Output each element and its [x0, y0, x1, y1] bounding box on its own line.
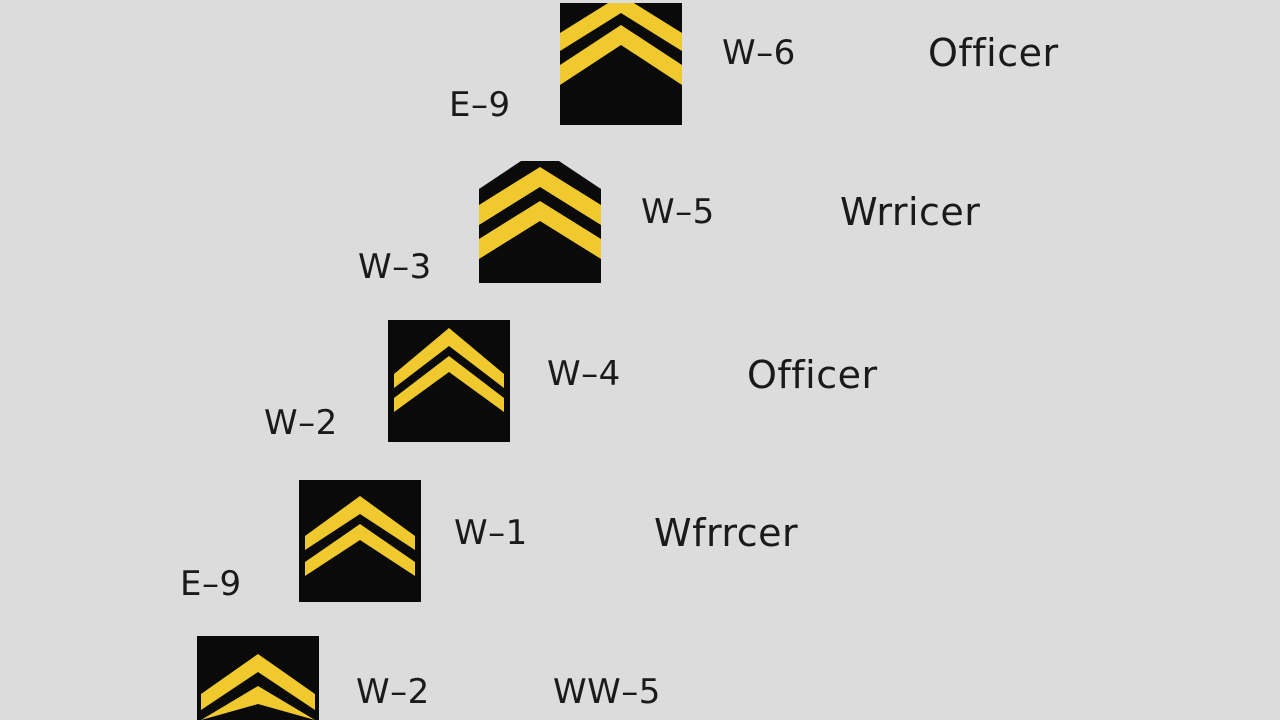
chevron-stripe-lower — [479, 201, 601, 259]
grade-label: W–5 — [641, 192, 715, 232]
chevron-patch-svg — [388, 320, 510, 442]
grade-label: W–6 — [722, 33, 796, 73]
chevron-stripe-upper — [394, 328, 504, 388]
grade-label: W–1 — [454, 513, 528, 553]
chevron-patch-icon — [197, 636, 319, 720]
rank-title: WW–5 — [553, 672, 661, 712]
rank-title: Wfrrcer — [654, 511, 799, 555]
left-grade-label: E–9 — [449, 85, 511, 125]
chevron-stripe-lower — [305, 524, 415, 576]
grade-label: W–4 — [547, 354, 621, 394]
chevron-patch-icon — [560, 3, 682, 125]
chevron-patch-icon — [299, 480, 421, 602]
chevron-patch-svg — [299, 480, 421, 602]
chevron-stripe-upper — [479, 167, 601, 225]
rank-title: Officer — [747, 353, 878, 397]
rank-title: Officer — [928, 31, 1059, 75]
chevron-stripe-upper — [305, 496, 415, 550]
left-grade-label: W–3 — [358, 247, 432, 287]
chevron-patch-svg — [479, 161, 601, 283]
chevron-patch-svg — [197, 636, 319, 720]
chevron-stripe-lower — [201, 686, 315, 720]
chevron-patch-icon — [479, 161, 601, 283]
rank-title: Wrricer — [840, 190, 981, 234]
grade-label: W–2 — [356, 672, 430, 712]
chevron-stripe-lower — [560, 25, 682, 85]
chevron-patch-icon — [388, 320, 510, 442]
chevron-stripe-lower — [394, 356, 504, 412]
chevron-stripe-upper — [201, 654, 315, 710]
patch-background — [197, 636, 319, 720]
chevron-stripe-upper — [560, 3, 682, 51]
chevron-patch-svg — [560, 3, 682, 125]
left-grade-label: W–2 — [264, 403, 338, 443]
left-grade-label: E–9 — [180, 564, 242, 604]
